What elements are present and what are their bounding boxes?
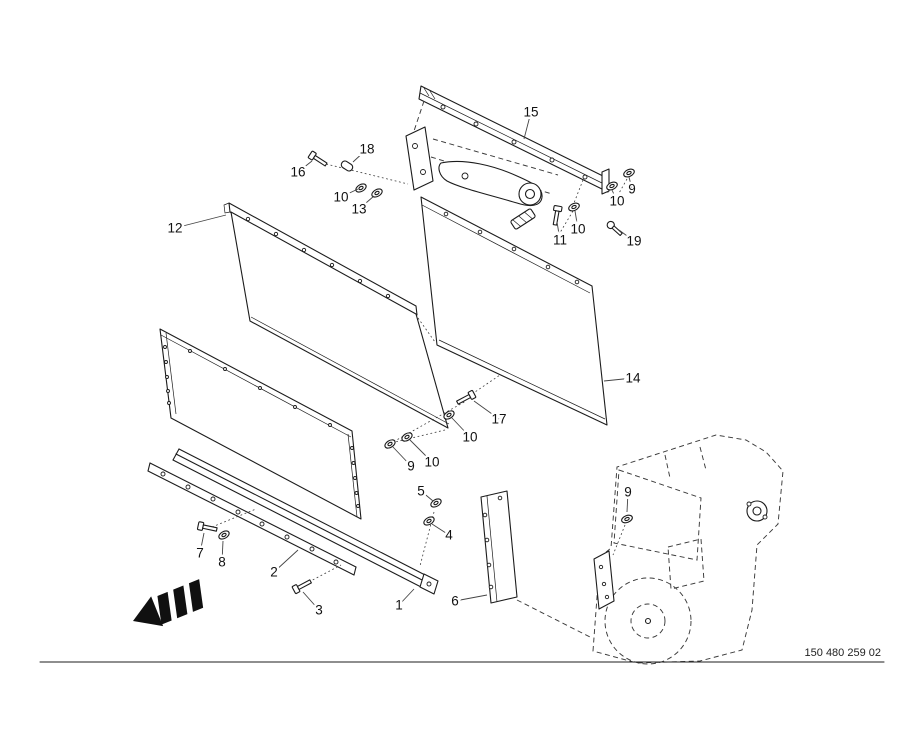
screw-16 <box>307 150 328 167</box>
callout-leader-9 <box>626 491 629 513</box>
callout-leader-16 <box>297 160 313 173</box>
right-curtain-panel <box>420 196 608 426</box>
callout-label-3: 3 <box>315 603 323 618</box>
washer-10-c <box>568 202 580 212</box>
callout-label-6: 6 <box>451 594 459 609</box>
callout-label-9: 9 <box>628 182 636 197</box>
callout-label-11: 11 <box>553 233 567 248</box>
washer-10-a <box>355 183 367 193</box>
callout-leader-10 <box>451 417 471 438</box>
washer-13 <box>371 188 383 198</box>
callout-leader-7 <box>199 532 205 554</box>
callout-label-10: 10 <box>462 430 477 445</box>
callout-leader-8 <box>221 540 224 563</box>
callout-label-14: 14 <box>625 371 641 386</box>
callout-leader-10 <box>611 189 618 202</box>
callout-label-13: 13 <box>351 202 366 217</box>
callout-leader-1 <box>398 588 415 606</box>
callout-label-1: 1 <box>395 598 403 613</box>
support-bracket <box>480 490 591 638</box>
callout-leader-15 <box>523 111 532 140</box>
hole-strip <box>147 462 357 576</box>
fastener-group-top-right <box>552 168 635 237</box>
callout-label-4: 4 <box>445 528 453 543</box>
callout-leader-11 <box>556 221 561 241</box>
callout-leader-14 <box>603 377 634 382</box>
bolt-11 <box>552 205 563 226</box>
callout-label-18: 18 <box>359 142 374 157</box>
callout-leader-6 <box>454 594 488 602</box>
arm-bracket <box>405 126 434 191</box>
washer-9-a <box>623 168 635 178</box>
washer-10-b <box>606 181 618 191</box>
callout-label-10: 10 <box>424 455 439 470</box>
callout-label-7: 7 <box>196 546 204 561</box>
washer-9-c <box>621 514 633 524</box>
callout-leader-10 <box>409 439 433 463</box>
lower-side-panel <box>159 328 362 520</box>
fastener-group-bottom-left <box>196 508 342 595</box>
upper-side-panel <box>223 202 450 443</box>
callout-leader-9 <box>628 176 633 190</box>
fastener-group-left <box>307 150 409 198</box>
washer-9-b <box>384 439 396 449</box>
washer-10-e <box>401 432 413 442</box>
callout-leader-10 <box>340 188 359 198</box>
pivot-tube <box>510 208 536 230</box>
callout-label-9: 9 <box>407 459 415 474</box>
washer-4 <box>423 516 435 526</box>
callout-leader-19 <box>618 229 635 242</box>
screw-3 <box>291 579 312 595</box>
rivet-19 <box>606 220 623 237</box>
callout-label-2: 2 <box>270 565 278 580</box>
top-mounting-strip <box>418 85 610 193</box>
drawing-reference-number: 150 480 259 02 <box>805 647 881 659</box>
fastener-group-17 <box>384 374 501 449</box>
callout-leader-12 <box>174 214 227 229</box>
callout-leader-17 <box>473 400 500 420</box>
callout-label-9: 9 <box>624 485 632 500</box>
direction-arrow <box>133 579 204 627</box>
callout-leader-5 <box>420 490 434 502</box>
callout-leader-3 <box>302 591 320 611</box>
bottom-rail <box>172 448 439 595</box>
callout-leader-18 <box>352 148 368 163</box>
machine-mount-bracket <box>593 550 615 610</box>
callout-label-15: 15 <box>523 105 538 120</box>
tensioner-arm <box>438 160 543 207</box>
callout-label-10: 10 <box>609 194 624 209</box>
spacer-18 <box>340 160 354 172</box>
callout-leader-9 <box>392 446 412 467</box>
callout-label-10: 10 <box>570 222 585 237</box>
callout-label-8: 8 <box>218 555 226 570</box>
callout-leader-13 <box>358 195 375 210</box>
callout-label-10: 10 <box>333 190 348 205</box>
callout-leader-10 <box>574 210 579 230</box>
callout-label-12: 12 <box>167 221 182 236</box>
callout-label-16: 16 <box>290 165 305 180</box>
screw-17 <box>456 389 477 405</box>
fastener-group-4-5 <box>419 498 442 567</box>
mounting-tab <box>601 168 610 195</box>
tensioner-arm-assembly <box>405 100 559 230</box>
callout-leader-4 <box>431 523 450 536</box>
bolt-7 <box>196 521 218 532</box>
washer-5 <box>430 498 442 508</box>
washer-10-d <box>443 410 455 420</box>
callout-label-19: 19 <box>626 234 641 249</box>
machine-body-outline <box>592 434 784 665</box>
callout-label-17: 17 <box>491 412 506 427</box>
callout-leader-2 <box>273 549 299 573</box>
washer-8 <box>218 530 230 540</box>
callout-label-5: 5 <box>417 484 425 499</box>
